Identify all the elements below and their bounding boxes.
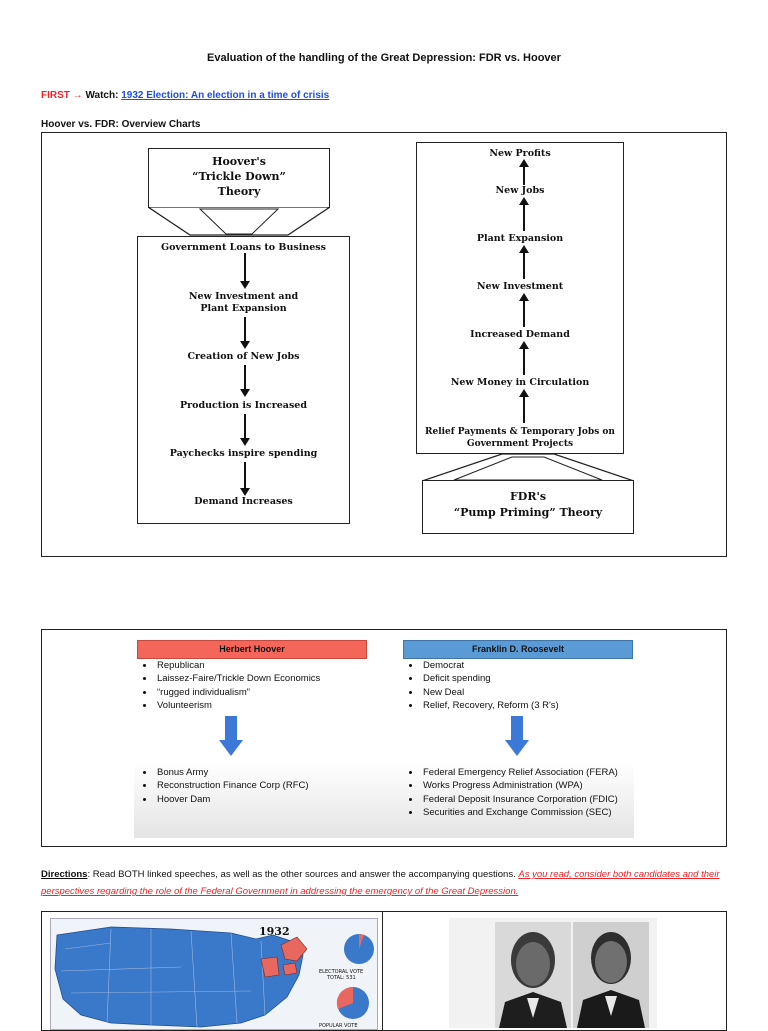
page-title: Evaluation of the handling of the Great … [207,52,561,64]
up-arrow-icon [523,347,525,375]
fdr-column-header: Franklin D. Roosevelt [403,640,633,659]
electoral-total: TOTAL: 531 [326,975,356,981]
list-item: New Deal [421,686,633,699]
fdr-heading-line2: “Pump Priming” Theory [453,506,603,519]
overview-charts-frame [41,132,727,557]
hoover-programs-list: Bonus Army Reconstruction Finance Corp (… [137,766,367,806]
list-item: Federal Emergency Relief Association (FE… [421,766,633,779]
fdr-step: New Money in Circulation [450,377,590,388]
fdr-heading-box: FDR's “Pump Priming” Theory [422,480,634,534]
fdr-programs-list: Federal Emergency Relief Association (FE… [403,766,633,820]
table-divider [382,911,383,1031]
fdr-step: Increased Demand [470,329,570,340]
hoover-heading-line2: “Trickle Down” [192,170,286,183]
election-video-link[interactable]: 1932 Election: An election in a time of … [121,90,330,101]
fdr-step: New Jobs [495,185,545,196]
list-item: Works Progress Administration (WPA) [421,779,633,792]
hoover-step: Government Loans to Business [161,242,326,253]
fdr-step: Plant Expansion [476,233,564,244]
list-item: Laissez-Faire/Trickle Down Economics [155,672,367,685]
list-item: Reconstruction Finance Corp (RFC) [155,779,367,792]
overview-label: Hoover vs. FDR: Overview Charts [41,119,201,130]
us-map-icon: 1932 ELECTORAL VOTE TOTAL: 531 POPULAR V… [54,925,374,1029]
election-map-image: 1932 ELECTORAL VOTE TOTAL: 531 POPULAR V… [50,918,378,1030]
list-item: Deficit spending [421,672,633,685]
watch-label: Watch: [85,90,119,101]
hoover-heading-line1: Hoover's [212,155,266,168]
hoover-funnel-arrow-icon [148,207,330,236]
fdr-step: New Profits [489,148,551,159]
down-arrow-icon [244,317,246,347]
list-item: Securities and Exchange Commission (SEC) [421,806,633,819]
fdr-beliefs-list: Democrat Deficit spending New Deal Relie… [403,659,633,713]
directions-italic-note: As you read, consider both candidates an… [41,869,720,897]
list-item: Hoover Dam [155,793,367,806]
list-item: Volunteerism [155,699,367,712]
list-item: Federal Deposit Insurance Corporation (F… [421,793,633,806]
up-arrow-icon [523,299,525,327]
list-item: Bonus Army [155,766,367,779]
portrait-photo [449,918,657,1028]
blue-down-arrow-icon [505,716,529,756]
hoover-heading-line3: Theory [217,185,261,198]
fdr-step: New Investment [476,281,564,292]
comparison-frame [41,629,727,847]
up-arrow-icon [523,203,525,231]
fdr-funnel-arrow-icon [422,453,634,482]
electoral-label: ELECTORAL VOTE [319,969,363,975]
up-arrow-icon [523,165,525,185]
up-arrow-icon [523,395,525,423]
directions-text: : Read BOTH linked speeches, as well as … [87,869,516,880]
down-arrow-icon [244,462,246,494]
comparison-panel [134,638,634,838]
hoover-heading-box: Hoover's “Trickle Down” Theory [148,148,330,208]
hoover-step: New Investment and Plant Expansion [188,291,299,314]
list-item: Democrat [421,659,633,672]
down-arrow-icon [244,414,246,444]
first-label: FIRST [41,90,70,101]
hoover-beliefs-list: Republican Laissez-Faire/Trickle Down Ec… [137,659,367,713]
map-year: 1932 [259,925,290,938]
blue-down-arrow-icon [219,716,243,756]
up-arrow-icon [523,251,525,279]
hoover-step: Paychecks inspire spending [169,448,318,459]
down-arrow-icon [244,253,246,287]
directions-paragraph: Directions: Read BOTH linked speeches, a… [41,866,731,900]
fdr-steps-box: New Profits New Jobs Plant Expansion New… [416,142,624,454]
hoover-steps-box: Government Loans to Business New Investm… [137,236,350,524]
list-item: “rugged individualism” [155,686,367,699]
list-item: Relief, Recovery, Reform (3 R's) [421,699,633,712]
down-arrow-icon [244,365,246,395]
portraits-icon [495,922,649,1028]
hoover-step: Demand Increases [194,496,293,507]
hoover-column-header: Herbert Hoover [137,640,367,659]
watch-line: FIRST → Watch: 1932 Election: An electio… [41,90,329,101]
fdr-step: Relief Payments & Temporary Jobs on Gove… [425,427,615,449]
directions-label: Directions [41,869,88,880]
hoover-step: Creation of New Jobs [187,351,300,362]
list-item: Republican [155,659,367,672]
hoover-step: Production is Increased [179,400,307,411]
fdr-heading-line1: FDR's [509,490,547,503]
arrow-right-icon: → [72,90,83,101]
